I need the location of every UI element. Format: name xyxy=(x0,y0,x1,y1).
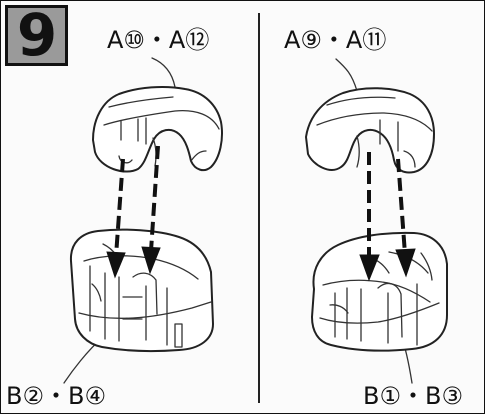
part-base-right-icon xyxy=(312,233,447,351)
top-left-leader-line xyxy=(152,58,175,87)
top-right-leader-line xyxy=(336,59,357,91)
